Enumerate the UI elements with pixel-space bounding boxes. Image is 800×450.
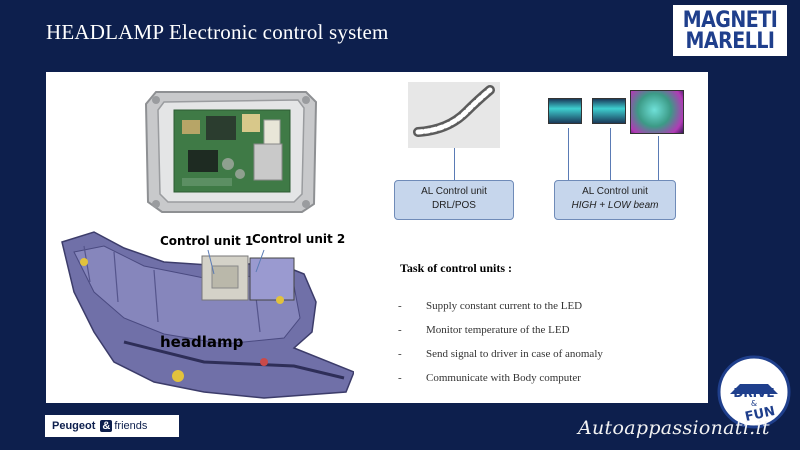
headlamp-image <box>61 231 354 399</box>
control-unit-pointer-arrows <box>207 249 265 275</box>
drl-box-line-2: DRL/POS <box>432 200 476 211</box>
control-unit-1-label: Control unit 1 <box>160 234 254 248</box>
list-item: - Supply constant current to the LED <box>398 300 603 324</box>
beam-box-line-1: AL Control unit <box>582 186 648 197</box>
slide-title: HEADLAMP Electronic control system <box>46 20 389 44</box>
logo-line-2: MARELLI <box>685 27 775 54</box>
drive-amp-text: & <box>751 399 757 408</box>
list-dash: - <box>398 372 402 384</box>
drive-text: DRIVE <box>733 386 774 400</box>
task-text: Supply constant current to the LED <box>426 300 583 312</box>
task-list: - Supply constant current to the LED - Mon… <box>398 300 603 396</box>
task-text: Send signal to driver in case of anomaly <box>426 348 603 360</box>
beam-box-line-2: HIGH + LOW beam <box>571 200 659 211</box>
badge-amp: & <box>100 420 113 432</box>
low-beam-image-2 <box>592 98 626 124</box>
control-unit-2-label: Control unit 2 <box>252 232 346 246</box>
drive-and-fun-logo: DRIVE & FUN <box>717 355 791 429</box>
task-text: Communicate with Body computer <box>426 372 581 384</box>
drl-led-strip-image <box>408 82 500 148</box>
magneti-marelli-logo: MAGNETI MARELLI <box>671 3 789 58</box>
list-item: - Send signal to driver in case of anomal… <box>398 348 603 372</box>
control-unit-module-image <box>144 91 318 213</box>
beam-arrow-1 <box>568 128 569 180</box>
low-beam-image-1 <box>548 98 582 124</box>
beam-control-unit-box: AL Control unit HIGH + LOW beam <box>554 180 676 220</box>
list-item: - Communicate with Body computer <box>398 372 603 396</box>
logo-line-1: MAGNETI <box>682 6 778 33</box>
beam-arrow-2 <box>610 128 611 180</box>
watermark-text: Autoappassionati.it <box>578 417 770 439</box>
badge-friends: friends <box>114 420 148 432</box>
task-heading: Task of control units : <box>400 261 513 275</box>
drl-box-line-1: AL Control unit <box>421 186 487 197</box>
badge-brand: Peugeot <box>52 420 96 432</box>
list-dash: - <box>398 348 402 360</box>
fun-text: FUN <box>744 404 777 425</box>
peugeot-friends-badge: Peugeot & friends <box>44 414 180 438</box>
high-beam-image <box>630 90 684 134</box>
beam-arrow-3 <box>658 136 659 180</box>
headlamp-label: headlamp <box>160 333 244 351</box>
drl-arrow <box>454 148 455 182</box>
task-text: Monitor temperature of the LED <box>426 324 570 336</box>
list-dash: - <box>398 324 402 336</box>
drl-control-unit-box: AL Control unit DRL/POS <box>394 180 514 220</box>
slide-content-panel: Control unit 1 Control unit 2 headlamp A… <box>46 72 708 403</box>
list-dash: - <box>398 300 402 312</box>
list-item: - Monitor temperature of the LED <box>398 324 603 348</box>
